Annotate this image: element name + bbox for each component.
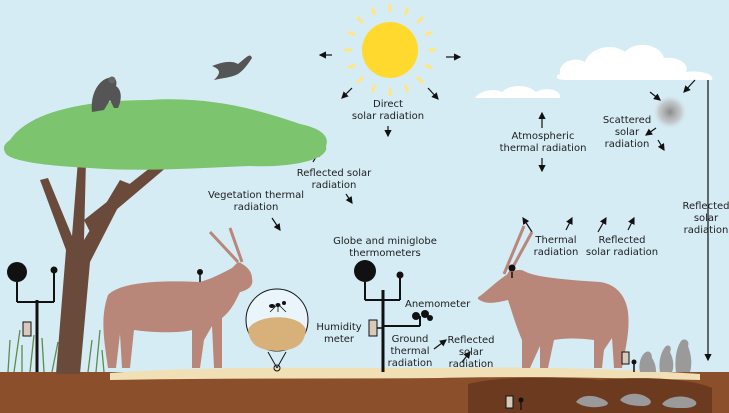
scattering-particles bbox=[652, 94, 688, 130]
label-vegetation-thermal-radiation: Vegetation thermal radiation bbox=[208, 190, 304, 214]
label-reflected-solar-radiation-ground: Reflected solar radiation bbox=[447, 335, 494, 371]
label-direct-solar-radiation: Direct solar radiation bbox=[352, 99, 424, 123]
label-reflected-solar-radiation-oryx: Reflected solar radiation bbox=[586, 235, 658, 259]
label-ground-thermal-radiation: Ground thermal radiation bbox=[388, 334, 433, 370]
label-reflected-solar-radiation-right: Reflected solar radiation bbox=[682, 201, 729, 237]
label-reflected-solar-radiation-tree: Reflected solar radiation bbox=[297, 168, 372, 192]
label-atmospheric-thermal-radiation: Atmospheric thermal radiation bbox=[500, 131, 587, 155]
label-thermal-radiation: Thermal radiation bbox=[534, 235, 579, 259]
label-scattered-solar-radiation: Scattered solar radiation bbox=[603, 115, 651, 151]
label-anemometer: Anemometer bbox=[405, 299, 470, 311]
label-humidity-meter: Humidity meter bbox=[316, 322, 361, 346]
label-globe-thermometers: Globe and miniglobe thermometers bbox=[333, 236, 437, 260]
